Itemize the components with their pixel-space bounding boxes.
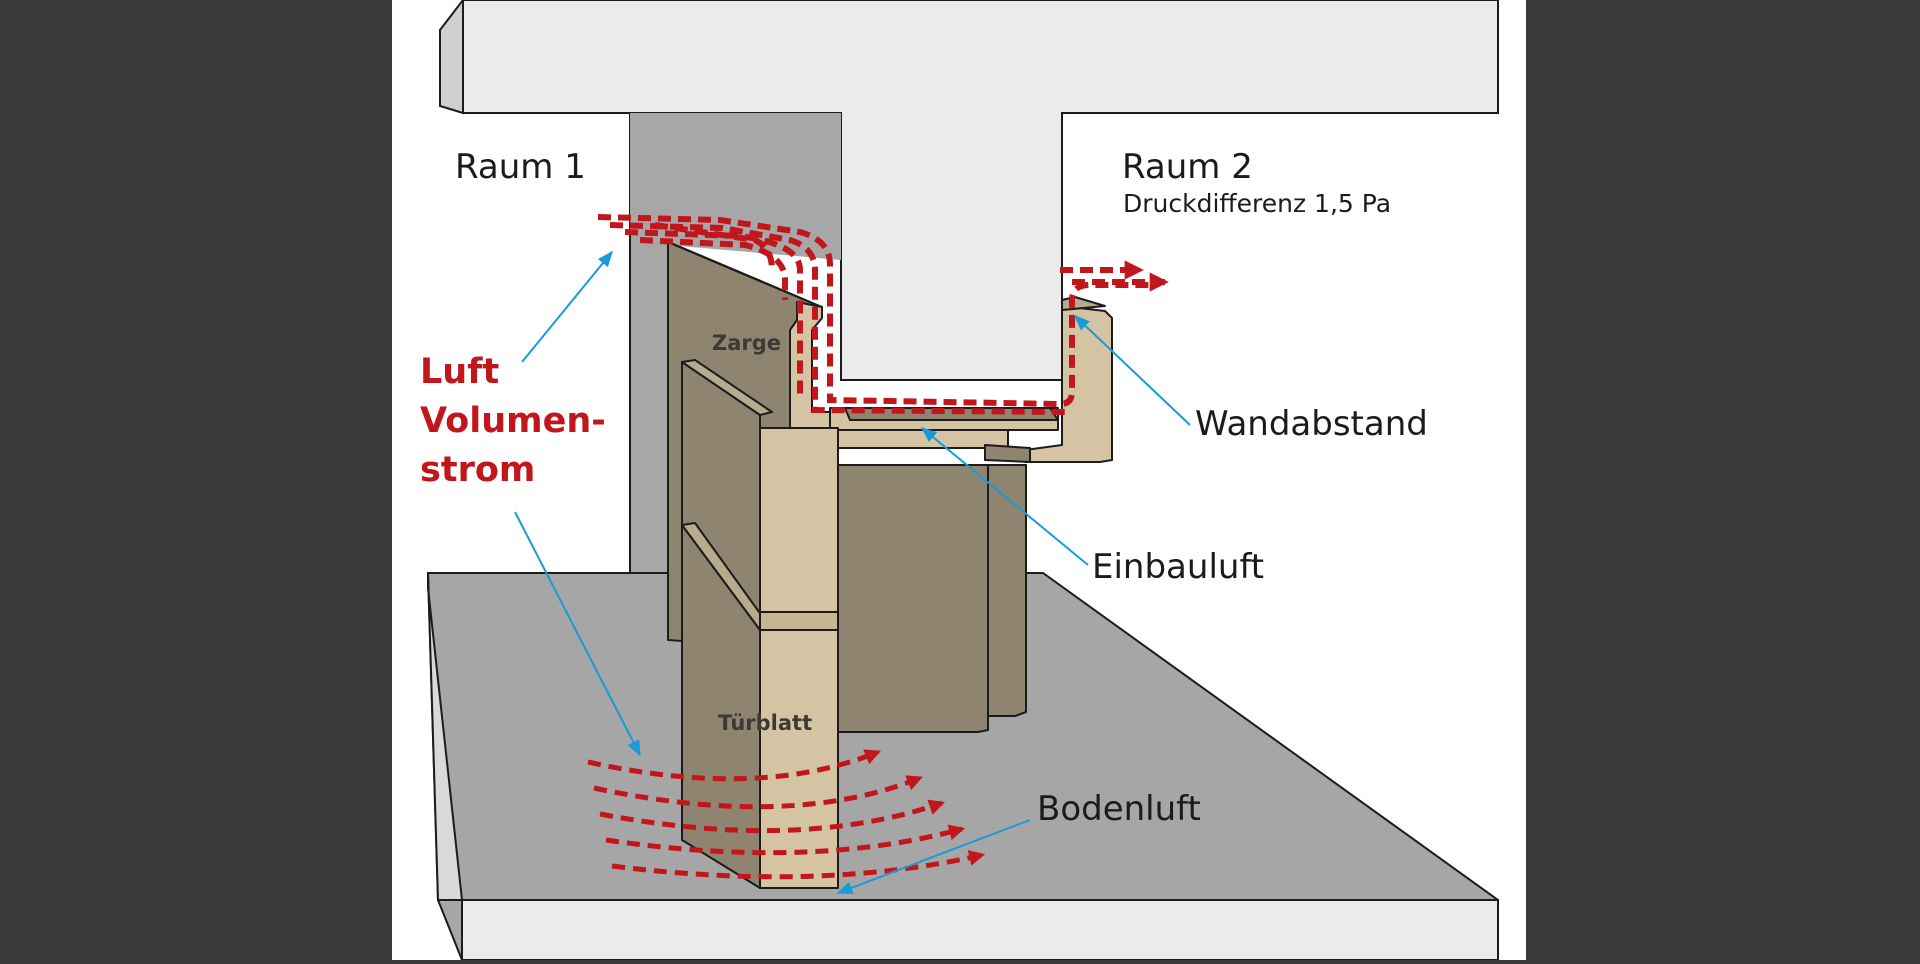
raum-1-label: Raum 1 [455, 147, 586, 187]
zarge-label: Zarge [712, 331, 781, 355]
raum-2-label: Raum 2 [1122, 147, 1253, 187]
druckdifferenz-label: Druckdifferenz 1,5 Pa [1123, 189, 1391, 218]
pointer-arrows [514, 250, 1191, 894]
einbauluft-label: Einbauluft [1092, 547, 1264, 587]
luft-line-3: strom [420, 450, 535, 490]
tuerblatt-door-leaf [681, 359, 1027, 889]
airflow-paths [597, 214, 1169, 415]
luft-line-1: Luft [420, 352, 499, 392]
wandabstand-label: Wandabstand [1195, 404, 1428, 444]
luft-volumenstrom-label: Luft Volumen- strom [420, 352, 606, 490]
luft-line-2: Volumen- [420, 401, 606, 441]
bodenluft-airflow [587, 749, 986, 880]
bodenluft-label: Bodenluft [1037, 789, 1201, 829]
tuerblatt-label: Türblatt [718, 711, 812, 735]
